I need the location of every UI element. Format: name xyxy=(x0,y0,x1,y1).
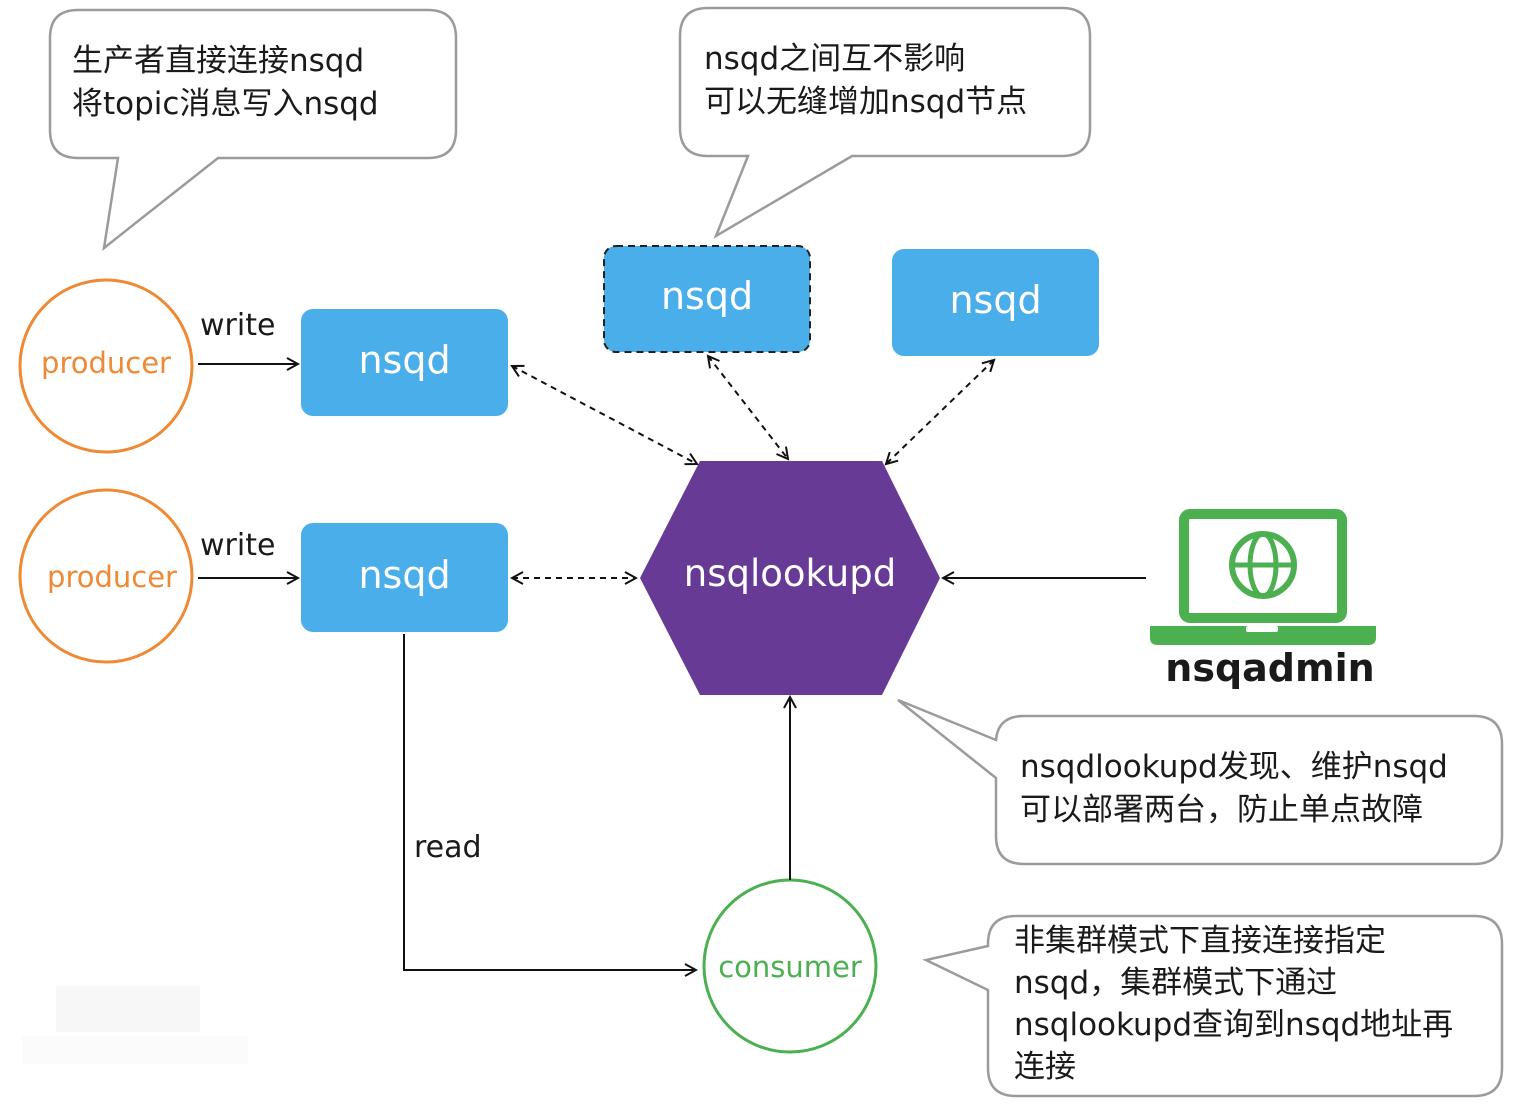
nsqd-node-2-label: nsqd xyxy=(358,553,451,597)
nsqd-node-2 xyxy=(301,523,508,632)
consumer-note-line-4: 连接 xyxy=(1014,1049,1076,1085)
nsqd-node-4 xyxy=(892,249,1099,356)
nsqd-callout-bubble xyxy=(678,6,1092,239)
producer-circle-2 xyxy=(18,488,194,664)
nsqd4-lookupd-link xyxy=(886,360,994,464)
laptop-globe-icon xyxy=(1150,509,1376,645)
nsqlookupd-label: nsqlookupd xyxy=(683,552,897,595)
nsqd3-lookupd-link xyxy=(708,356,788,459)
watermark-block-2 xyxy=(22,1036,248,1064)
watermark-block xyxy=(56,986,200,1032)
lookup-note-line-2: 可以部署两台，防止单点故障 xyxy=(1020,792,1423,828)
producer-note-line-2: 将topic消息写入nsqd xyxy=(72,86,379,122)
nsqd-node-4-label: nsqd xyxy=(949,278,1042,322)
producer-2-label: producer xyxy=(47,560,177,594)
consumer-note-line-3: nsqlookupd查询到nsqd地址再 xyxy=(1014,1007,1454,1043)
consumer-label: consumer xyxy=(718,950,862,984)
producer-callout-bubble xyxy=(48,8,458,251)
nsqd-note-line-1: nsqd之间互不影响 xyxy=(704,41,966,77)
nsqd-node-3-label: nsqd xyxy=(660,274,754,318)
nsqd-node-1 xyxy=(301,309,508,416)
producer-circle-1 xyxy=(18,278,194,454)
consumer-note-line-1: 非集群模式下直接连接指定 xyxy=(1014,923,1386,959)
lookup-note-line-1: nsqdlookupd发现、维护nsqd xyxy=(1020,749,1448,785)
consumer-callout-bubble xyxy=(922,914,1504,1098)
read-arrow xyxy=(403,634,696,970)
consumer-note-line-2: nsqd，集群模式下通过 xyxy=(1014,965,1338,1001)
producer-note-line-1: 生产者直接连接nsqd xyxy=(72,43,365,79)
nsqd-node-3-dashed xyxy=(603,245,811,353)
nsqadmin-label: nsqadmin xyxy=(1165,646,1375,690)
nsqd-note-line-2: 可以无缝增加nsqd节点 xyxy=(704,84,1028,120)
nsqd-node-1-label: nsqd xyxy=(358,338,451,382)
nsqd1-lookupd-link xyxy=(512,366,697,464)
nsqlookupd-hexagon xyxy=(640,461,940,695)
write-label-1: write xyxy=(200,308,276,343)
producer-1-label: producer xyxy=(41,346,171,380)
read-label: read xyxy=(414,830,482,865)
lookup-callout-bubble xyxy=(897,698,1504,866)
write-label-2: write xyxy=(200,528,276,563)
